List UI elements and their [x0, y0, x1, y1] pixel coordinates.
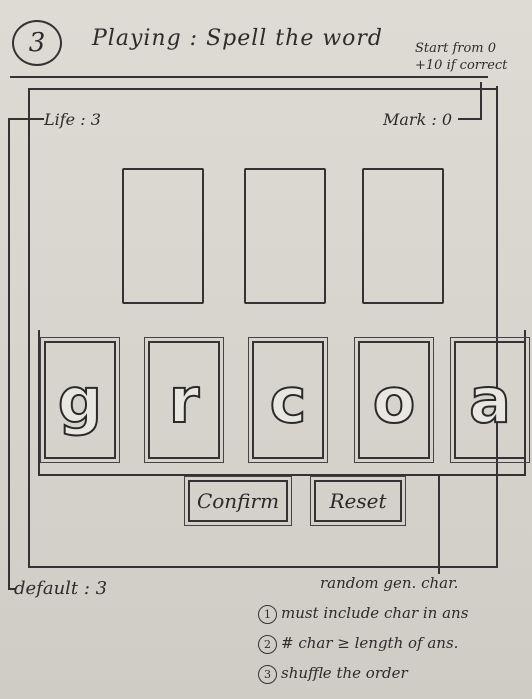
life-counter: Life : 3	[44, 110, 101, 129]
answer-slot-1[interactable]	[122, 168, 204, 304]
life-bracket-vertical	[8, 118, 10, 588]
letter-tile-a[interactable]: a	[450, 337, 530, 463]
mark-bracket-vertical	[480, 82, 482, 120]
letter-tile-c[interactable]: c	[248, 337, 328, 463]
confirm-button[interactable]: Confirm	[184, 476, 292, 526]
rule-text: shuffle the order	[281, 664, 408, 682]
answer-slot-3[interactable]	[362, 168, 444, 304]
life-bracket-bottom	[8, 588, 16, 590]
letters-annotation-pointer	[438, 474, 440, 574]
letters-bracket-left	[38, 330, 40, 476]
rule-text: # char ≥ length of ans.	[281, 634, 459, 652]
reset-button[interactable]: Reset	[310, 476, 406, 526]
step-number-circle: 3	[12, 20, 62, 66]
answer-slot-2[interactable]	[244, 168, 326, 304]
step-number: 3	[28, 28, 46, 58]
rule-number: 2	[258, 635, 277, 654]
screen-left-border	[28, 88, 30, 568]
mark-counter: Mark : 0	[383, 110, 453, 129]
rule-number: 1	[258, 605, 277, 624]
screen-inner-top-border	[28, 88, 498, 90]
life-default-note: default : 3	[14, 578, 108, 599]
letter-tile-r[interactable]: r	[144, 337, 224, 463]
mark-annotation-line1: Start from 0	[415, 41, 497, 56]
letter-tile-g[interactable]: g	[40, 337, 120, 463]
screen-top-border	[10, 76, 488, 78]
rule-item: 2# char ≥ length of ans.	[258, 628, 528, 658]
screen-right-border	[496, 86, 498, 568]
mark-annotation: Start from 0 +10 if correct	[415, 40, 530, 74]
page-title: Playing : Spell the word	[92, 26, 384, 51]
letters-bracket-bottom	[38, 474, 526, 476]
letter-tile-o[interactable]: o	[354, 337, 434, 463]
mark-bracket-bottom	[458, 118, 480, 120]
screen-bottom-border	[28, 566, 498, 568]
rule-number: 3	[258, 665, 277, 684]
rules-header: random gen. char.	[320, 574, 459, 592]
rule-text: must include char in ans	[281, 604, 469, 622]
mark-annotation-line2: +10 if correct	[415, 58, 508, 73]
life-bracket-top	[8, 118, 44, 120]
